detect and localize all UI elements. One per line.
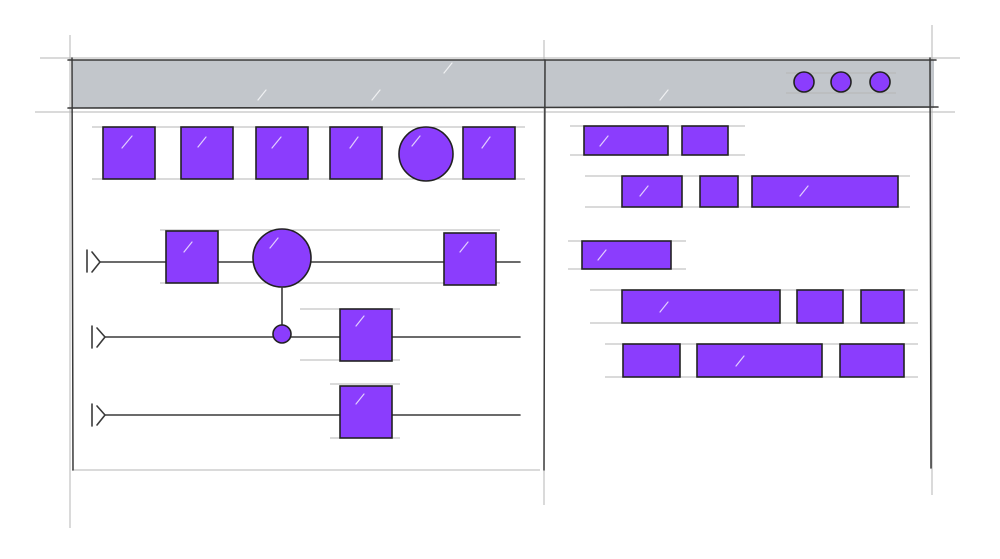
palette-square-gate[interactable] bbox=[102, 126, 156, 180]
block-row-1 bbox=[570, 125, 745, 156]
text-block[interactable] bbox=[751, 175, 899, 208]
circuit-square-gate[interactable] bbox=[339, 385, 393, 439]
ket-zero-icon bbox=[91, 403, 107, 427]
right-panel bbox=[568, 125, 918, 378]
text-block[interactable] bbox=[621, 289, 781, 324]
text-block[interactable] bbox=[796, 289, 844, 324]
text-block[interactable] bbox=[839, 343, 905, 378]
window-controls bbox=[786, 71, 896, 94]
text-block[interactable] bbox=[622, 343, 681, 378]
gate-palette bbox=[92, 126, 525, 182]
window-control-dot[interactable] bbox=[830, 71, 852, 93]
qubit-wire-2 bbox=[91, 308, 521, 362]
text-block[interactable] bbox=[681, 125, 729, 156]
circuit-control-gate[interactable] bbox=[252, 228, 312, 288]
window-frame bbox=[67, 57, 939, 471]
palette-square-gate[interactable] bbox=[329, 126, 383, 180]
text-block[interactable] bbox=[621, 175, 683, 208]
guide-lines bbox=[35, 25, 960, 528]
palette-square-gate[interactable] bbox=[462, 126, 516, 180]
text-block[interactable] bbox=[583, 125, 669, 156]
sketch-hatching bbox=[121, 62, 809, 405]
circuit-square-gate[interactable] bbox=[339, 308, 393, 362]
palette-square-gate[interactable] bbox=[255, 126, 309, 180]
block-row-4 bbox=[590, 289, 918, 324]
qubit-wire-3 bbox=[91, 383, 521, 439]
block-row-2 bbox=[585, 175, 910, 208]
text-block[interactable] bbox=[696, 343, 823, 378]
title-bar bbox=[72, 60, 934, 108]
ket-zero-icon bbox=[91, 325, 107, 349]
block-row-3 bbox=[568, 240, 686, 270]
text-block[interactable] bbox=[860, 289, 905, 324]
window-control-dot[interactable] bbox=[869, 71, 891, 93]
circuit-square-gate[interactable] bbox=[165, 230, 219, 284]
ket-zero-icon bbox=[86, 249, 102, 273]
qubit-wire-1 bbox=[86, 228, 521, 288]
circuit-square-gate[interactable] bbox=[443, 232, 497, 286]
control-dot[interactable] bbox=[272, 324, 292, 344]
palette-circle-gate[interactable] bbox=[398, 126, 454, 182]
palette-square-gate[interactable] bbox=[180, 126, 234, 180]
text-block[interactable] bbox=[581, 240, 672, 270]
text-block[interactable] bbox=[699, 175, 739, 208]
circuit bbox=[86, 228, 521, 439]
window-control-dot[interactable] bbox=[793, 71, 815, 93]
block-row-5 bbox=[605, 343, 918, 378]
